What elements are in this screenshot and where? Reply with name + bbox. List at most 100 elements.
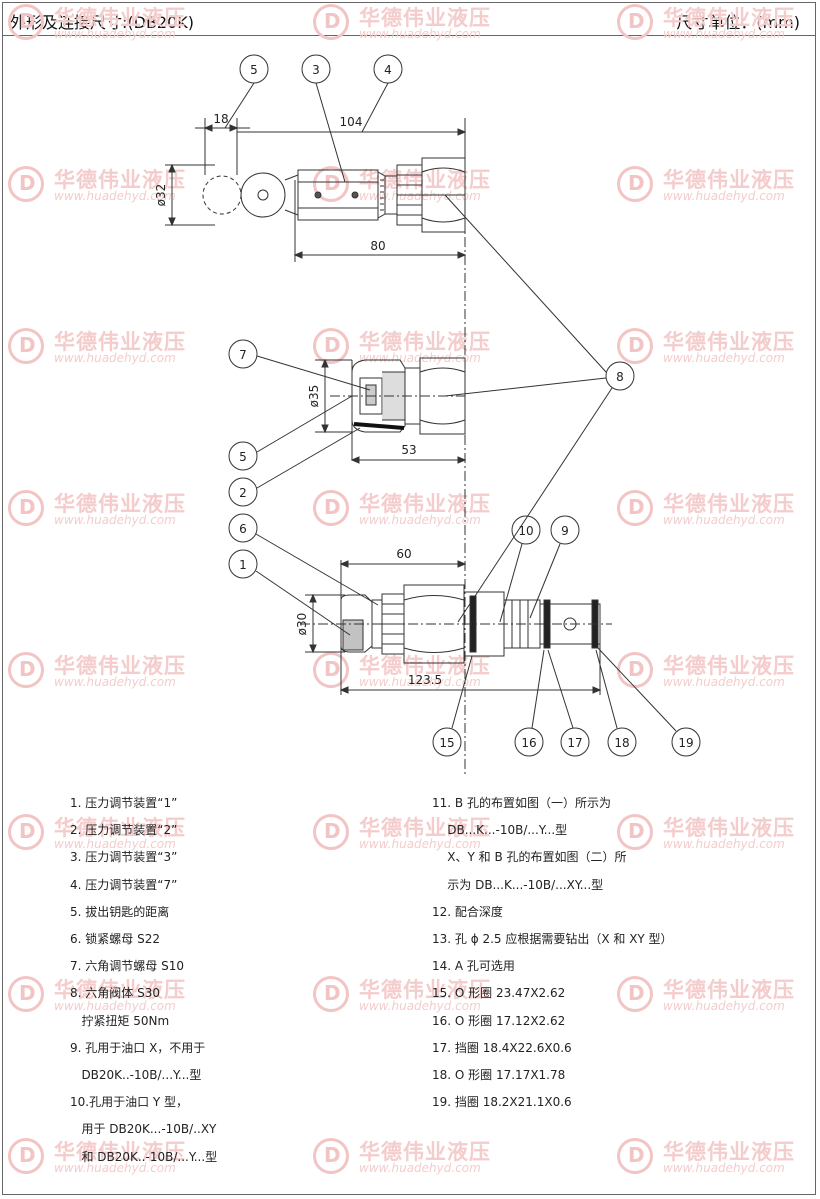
legend-item: 3. 压力调节装置“3” — [70, 850, 178, 865]
watermark-logo-icon — [617, 490, 653, 526]
watermark-logo-icon — [617, 166, 653, 202]
dim-18: 18 — [213, 112, 228, 126]
watermark-url: www.huadehyd.com — [54, 189, 176, 203]
balloon-19: 19 — [678, 736, 693, 750]
watermark-text: 华德伟业液压 — [663, 330, 795, 354]
balloon-16: 16 — [521, 736, 536, 750]
legend-item: 15. O 形圈 23.47X2.62 — [432, 986, 566, 1001]
legend-item: 和 DB20K..-10B/...Y...型 — [70, 1149, 218, 1164]
watermark-text: 华德伟业液压 — [663, 6, 795, 30]
watermark-text: 华德伟业液压 — [359, 654, 491, 678]
top-view: 18 104 ø32 — [154, 54, 467, 775]
watermark-logo-icon — [313, 166, 349, 202]
watermark-logo-icon — [313, 976, 349, 1012]
dim-104: 104 — [340, 115, 363, 129]
page-title: 外形及连接尺寸:(DB20K) — [10, 13, 195, 32]
watermark-logo-icon — [8, 1138, 44, 1174]
watermark-url: www.huadehyd.com — [663, 837, 785, 851]
legend-item: X、Y 和 B 孔的布置如图（二）所 — [432, 850, 627, 865]
watermark-logo-icon — [313, 814, 349, 850]
legend-item: 5. 拔出钥匙的距离 — [70, 904, 170, 919]
watermark-url: www.huadehyd.com — [663, 675, 785, 689]
watermark-url: www.huadehyd.com — [663, 513, 785, 527]
legend-item: 10.孔用于油口 Y 型， — [70, 1095, 189, 1110]
legend-item: 拧紧扭矩 50Nm — [70, 1013, 170, 1028]
watermark-url: www.huadehyd.com — [663, 27, 785, 41]
watermark-logo-icon — [313, 490, 349, 526]
dim-80: 80 — [370, 239, 385, 253]
watermark-logo-icon — [313, 328, 349, 364]
balloon-4: 4 — [384, 63, 392, 77]
watermark-url: www.huadehyd.com — [663, 189, 785, 203]
watermark-logo-icon — [313, 652, 349, 688]
legend-item: 6. 锁紧螺母 S22 — [70, 932, 160, 947]
watermark-text: 华德伟业液压 — [54, 1140, 186, 1164]
watermark-text: 华德伟业液压 — [359, 1140, 491, 1164]
legend-item: 7. 六角调节螺母 S10 — [70, 959, 184, 974]
watermark-text: 华德伟业液压 — [663, 978, 795, 1002]
balloon-5-mid: 5 — [239, 450, 247, 464]
watermark-text: 华德伟业液压 — [359, 330, 491, 354]
watermark-url: www.huadehyd.com — [359, 837, 481, 851]
balloon-2: 2 — [239, 486, 247, 500]
watermark-text: 华德伟业液压 — [54, 492, 186, 516]
watermark-logo-icon — [8, 328, 44, 364]
watermark-url: www.huadehyd.com — [54, 999, 176, 1013]
watermark-url: www.huadehyd.com — [663, 1161, 785, 1175]
legend-item: 19. 挡圈 18.2X21.1X0.6 — [432, 1095, 572, 1110]
watermark-url: www.huadehyd.com — [54, 837, 176, 851]
watermark-url: www.huadehyd.com — [663, 351, 785, 365]
bottom-view: 60 ø30 123.5 6 — [228, 513, 701, 757]
watermark-text: 华德伟业液压 — [359, 6, 491, 30]
legend-item: 用于 DB20K...-10B/..XY — [70, 1122, 217, 1137]
legend-left-column: 1. 压力调节装置“1”2. 压力调节装置“2”3. 压力调节装置“3”4. 压… — [70, 790, 217, 1171]
watermark-url: www.huadehyd.com — [54, 513, 176, 527]
watermark-logo-icon — [617, 1138, 653, 1174]
watermark-text: 华德伟业液压 — [359, 492, 491, 516]
watermark-logo-icon — [617, 4, 653, 40]
watermark-url: www.huadehyd.com — [359, 675, 481, 689]
watermark-text: 华德伟业液压 — [663, 1140, 795, 1164]
legend-item: 示为 DB...K...-10B/...XY...型 — [432, 877, 604, 892]
watermark-logo-icon — [617, 814, 653, 850]
watermark-text: 华德伟业液压 — [663, 492, 795, 516]
dim-123-5: 123.5 — [408, 673, 442, 687]
legend-item: 18. O 形圈 17.17X1.78 — [432, 1068, 566, 1083]
balloon-8: 8 — [616, 370, 624, 384]
unit-label: 尺寸单位：(mm) — [676, 13, 800, 32]
balloon-10: 10 — [518, 524, 533, 538]
watermark-logo-icon — [8, 652, 44, 688]
watermark-logo-icon — [8, 490, 44, 526]
watermark-text: 华德伟业液压 — [359, 978, 491, 1002]
legend-item: 11. B 孔的布置如图（一）所示为 — [432, 796, 611, 810]
legend-item: 13. 孔 ϕ 2.5 应根据需要钻出（X 和 XY 型） — [432, 932, 673, 947]
balloon-6: 6 — [239, 522, 247, 536]
balloon-18: 18 — [614, 736, 629, 750]
watermark-url: www.huadehyd.com — [54, 27, 176, 41]
watermark-url: www.huadehyd.com — [54, 675, 176, 689]
watermark-text: 华德伟业液压 — [663, 816, 795, 840]
balloon-9: 9 — [561, 524, 569, 538]
watermark-text: 华德伟业液压 — [359, 816, 491, 840]
watermark-text: 华德伟业液压 — [54, 978, 186, 1002]
watermark-url: www.huadehyd.com — [54, 1161, 176, 1175]
dim-dia32: ø32 — [154, 184, 168, 207]
legend-item: 16. O 形圈 17.12X2.62 — [432, 1013, 566, 1028]
legend-item: 8. 六角阀体 S30 — [70, 986, 160, 1001]
dim-53: 53 — [401, 443, 416, 457]
balloon-5-top: 5 — [250, 63, 258, 77]
